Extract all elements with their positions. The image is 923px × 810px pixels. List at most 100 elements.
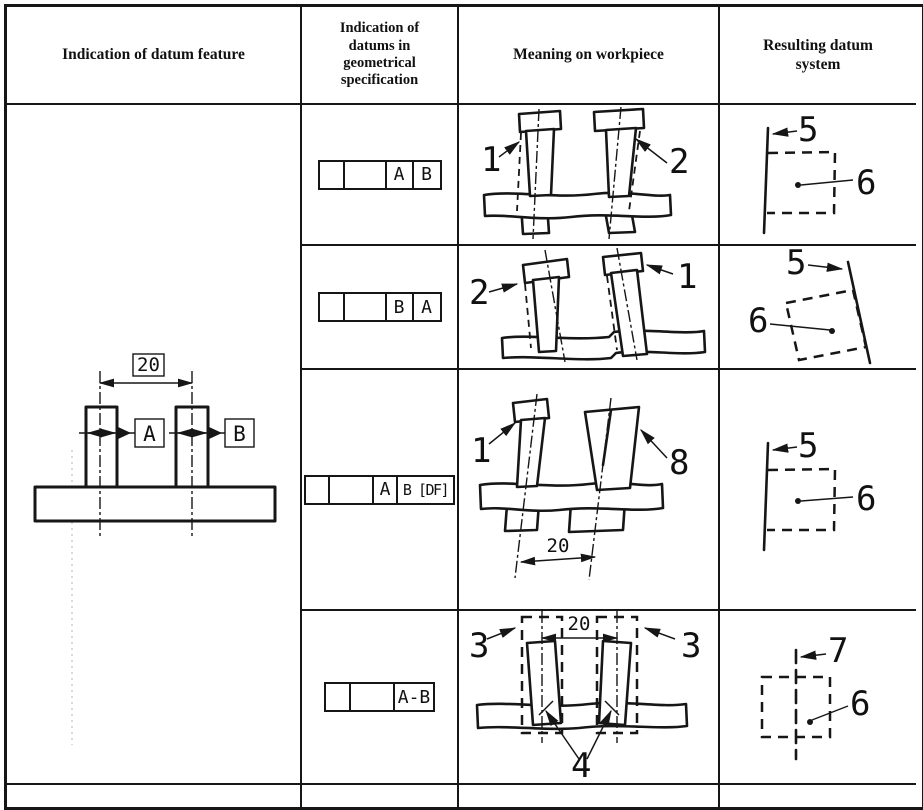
frame-datum-cell: B (421, 164, 432, 185)
left-target-tick (538, 700, 554, 716)
frame-datum-cell: A-B (397, 686, 431, 708)
result-drawing-row3: 5 6 (762, 426, 876, 552)
callout-left-arrow (488, 422, 517, 445)
datum-line-callout: 5 (786, 246, 806, 283)
frame-symbol-cell (320, 294, 345, 320)
datum-feature-drawing: 20 A B (33, 353, 277, 745)
left-pin (84, 405, 119, 489)
callout-bottom-arrow-right (586, 709, 612, 760)
callout-right-arrow (643, 627, 676, 640)
datum-b-indicator: B (169, 418, 255, 448)
workpiece-drawing-row1: 1 2 (481, 106, 689, 240)
left-pin-shaft (524, 127, 556, 198)
left-pin-shaft (525, 639, 563, 727)
frame-cell-row2: B A (302, 246, 459, 370)
callout-right: 1 (677, 257, 697, 297)
header-resulting-datum-system: Resulting datum system (720, 7, 916, 105)
axis-point (795, 182, 801, 188)
dimension-value: 20 (547, 535, 570, 557)
frame-tolerance-cell (345, 294, 387, 320)
dimension-value: 20 (568, 613, 591, 635)
callout-left-arrow (498, 141, 521, 158)
callout-left: 3 (469, 626, 489, 666)
workpiece-base (482, 191, 673, 220)
left-pin-shaft (531, 275, 561, 354)
axis-point (795, 498, 801, 504)
workpiece-drawing-row2: 2 1 (469, 247, 707, 363)
secondary-zone-square (767, 150, 837, 215)
left-axis (532, 108, 540, 240)
next-section-stub (7, 785, 302, 807)
result-cell-row4: 7 6 (720, 611, 916, 785)
dimension-box (132, 353, 165, 377)
right-axis (588, 397, 612, 581)
frame-symbol-cell (326, 684, 351, 710)
primary-datum-line (762, 126, 770, 235)
left-pin-cap (517, 109, 563, 134)
datum-zone-callout: 6 (856, 163, 876, 203)
zone-square (760, 675, 832, 739)
datum-line-callout: 5 (798, 426, 818, 466)
result-drawing-row1: 5 6 (762, 110, 876, 235)
dimension-line (519, 553, 597, 566)
callout-right: 2 (669, 142, 689, 182)
right-target-tick (604, 700, 620, 716)
primary-datum-line (762, 441, 770, 552)
datum-feature-cell: 20 A B (7, 105, 302, 785)
datum-zone-callout: 6 (850, 684, 870, 724)
zone-leader (800, 496, 854, 502)
workpiece-cell-row1: 1 2 (459, 105, 720, 246)
datum-line-arrow (799, 650, 827, 660)
workpiece-base (500, 329, 707, 361)
left-axis (544, 249, 566, 363)
axis-point (829, 328, 835, 334)
datum-triangle (117, 426, 131, 440)
secondary-zone-square (784, 288, 868, 362)
result-cell-row1: 5 6 (720, 105, 916, 246)
right-cylinder-dashed (606, 275, 618, 351)
callout-left: 1 (471, 431, 491, 471)
right-pin-shaft (604, 126, 638, 199)
result-cell-row3: 5 6 (720, 370, 916, 611)
datum-line-arrow (807, 262, 844, 272)
workpiece-drawing-row3: 1 8 20 (471, 393, 689, 581)
zone-leader (769, 323, 831, 331)
result-drawing-row4: 7 6 (760, 631, 870, 761)
callout-right: 8 (669, 443, 689, 483)
right-pin-block (583, 405, 641, 492)
workpiece-base (478, 481, 665, 513)
base-plate (33, 485, 277, 523)
tolerance-frame: A-B (324, 682, 435, 712)
callout-left-arrow (488, 283, 519, 293)
callout-right-arrow (634, 138, 668, 164)
callout-right-arrow (645, 264, 674, 275)
datum-line-arrow (771, 127, 798, 137)
frame-symbol-cell (320, 161, 345, 188)
frame-cell-row3: A B [DF] (302, 370, 459, 611)
callout-right-arrow (640, 428, 668, 459)
workpiece-cell-row4: 20 3 3 4 (459, 611, 720, 785)
secondary-zone-square (767, 467, 837, 532)
next-section-stub (459, 785, 720, 807)
frame-datum-cell: B (387, 294, 414, 320)
datum-systems-table: Indication of datum feature Indication o… (4, 4, 923, 810)
left-cylinder-dashed (516, 132, 522, 212)
datum-zone-callout: 6 (856, 479, 876, 519)
workpiece-cell-row3: 1 8 20 (459, 370, 720, 611)
header-indication-of-datums: Indication of datums in geometrical spec… (302, 7, 459, 105)
next-section-stub (720, 785, 916, 807)
left-pin-shaft (515, 416, 547, 489)
right-axis (616, 247, 638, 361)
callout-left: 1 (481, 140, 501, 180)
frame-datum-cell: A (421, 296, 432, 318)
left-axis (514, 393, 538, 579)
tolerance-frame: B A (317, 292, 442, 322)
tolerance-frame: A B [DF] (304, 474, 455, 505)
workpiece-cell-row2: 2 1 (459, 246, 720, 370)
callout-bottom-arrow-left (545, 709, 580, 760)
next-section-stub (302, 785, 459, 807)
left-cylinder-dashed (524, 283, 532, 349)
frame-datum-cell: A (387, 161, 414, 188)
callout-right: 3 (681, 626, 701, 666)
frame-datum-cell: B [DF] (402, 480, 450, 499)
